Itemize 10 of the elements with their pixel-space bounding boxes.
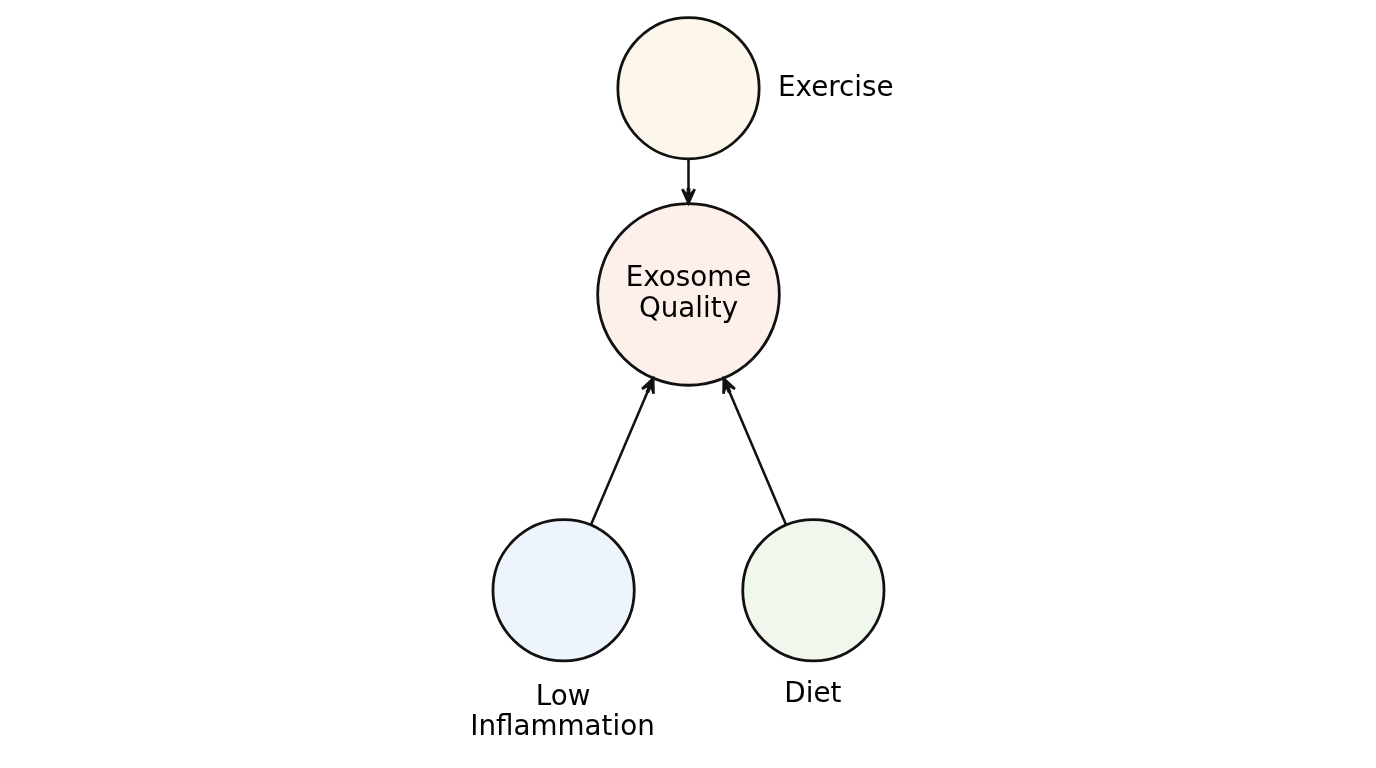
arrow: [589, 377, 655, 526]
node-circle: [491, 518, 636, 663]
node-circle: Exosome Quality: [595, 202, 781, 387]
arrow: [721, 377, 787, 526]
node-circle: [740, 518, 885, 663]
node-label: Diet: [783, 676, 841, 710]
node-label: Low Inflammation: [469, 678, 655, 742]
node-label: Exercise: [777, 69, 894, 103]
node-circle: [615, 16, 761, 161]
arrow: [680, 159, 696, 205]
